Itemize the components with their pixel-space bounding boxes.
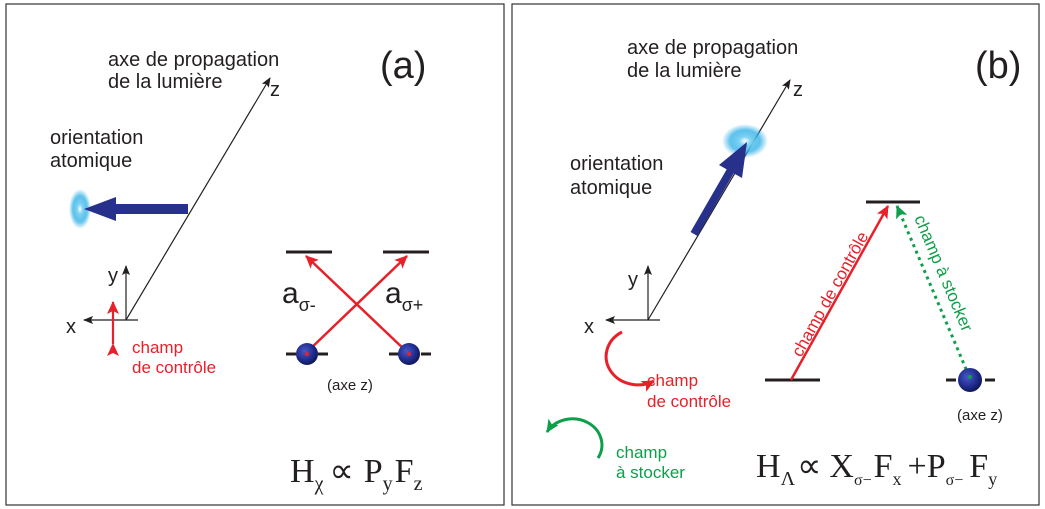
panel-b-atomic-cloud — [722, 124, 768, 158]
panel-b-axis-title-line1: axe de propagation — [627, 37, 798, 59]
panel-a-propagation-axis — [125, 77, 271, 321]
panel-a-atomic-cloud — [69, 189, 91, 229]
panel-b-axis-z-note: (axe z) — [957, 407, 1003, 424]
panel-a-transition-sigma-plus — [306, 255, 408, 353]
panel-b-axis-title-line2: de la lumière — [627, 60, 742, 82]
panel-b-z-label: z — [793, 79, 803, 101]
panel-a-axis-title-line2: de la lumière — [108, 71, 223, 93]
panel-b-propagation-axis — [647, 79, 791, 321]
panel-a-control-line1: champ — [132, 338, 183, 357]
panel-a-hamiltonian: Hχ∝PyFz — [290, 453, 423, 495]
panel-a-axis-z-note: (axe z) — [327, 377, 373, 394]
panel-a-atom-right-dot — [407, 352, 411, 356]
panel-a-axis-title-line1: axe de propagation — [108, 49, 279, 71]
panel-a-atom-left-dot — [305, 352, 309, 356]
panel-b: (b) axe de propagation de la lumière z o… — [511, 3, 1040, 506]
panel-b-stored-transition-arrow — [895, 205, 971, 377]
panel-b-atom-dot — [968, 375, 972, 379]
panel-a-x-label: x — [66, 316, 76, 338]
panel-b-orientation-line1: orientation — [570, 153, 663, 175]
panel-a-label: (a) — [380, 45, 426, 87]
panel-b-label: (b) — [975, 45, 1021, 87]
panel-b-orientation-arrow — [690, 142, 747, 237]
panel-b-hamiltonian: HΛ∝Xσ−Fx+Pσ−Fy — [756, 448, 997, 490]
panel-a-orientation-arrow — [84, 197, 188, 221]
panel-a-sigma-plus-label: aσ+ — [385, 277, 423, 315]
panel-b-stored-line2: à stocker — [616, 463, 685, 482]
panel-b-control-line2: de contrôle — [647, 392, 731, 411]
panel-b-control-line1: champ — [647, 371, 698, 390]
panel-b-x-label: x — [584, 316, 594, 338]
panel-b-control-transition-arrow — [789, 205, 890, 381]
panel-b-y-label: y — [628, 269, 638, 291]
panel-b-frame — [511, 3, 1040, 506]
panel-b-orientation-line2: atomique — [570, 177, 652, 199]
panel-a-sigma-minus-label: aσ- — [282, 277, 316, 315]
panel-a-control-line2: de contrôle — [132, 358, 216, 377]
panel-a: (a) axe de propagation de la lumière z o… — [5, 3, 505, 506]
panel-a-orientation-line1: orientation — [50, 127, 143, 149]
panel-a-y-label: y — [108, 265, 118, 287]
panel-b-stored-circular-arrow — [545, 417, 604, 459]
panel-b-stored-line1: champ — [616, 443, 667, 462]
panel-a-frame — [5, 3, 505, 506]
panel-b-atom — [958, 368, 982, 392]
panel-a-orientation-line2: atomique — [50, 150, 132, 172]
panel-a-z-label: z — [270, 79, 280, 101]
panel-b-control-circular-arrow — [604, 330, 655, 392]
